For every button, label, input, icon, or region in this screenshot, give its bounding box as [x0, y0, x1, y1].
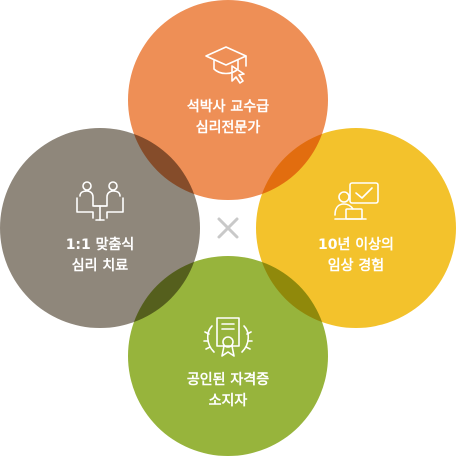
label-certified: 공인된 자격증 소지자 — [148, 370, 308, 412]
circle-certified — [128, 256, 328, 456]
label-line: 소지자 — [208, 393, 248, 409]
consultant-checkmark-icon — [334, 182, 379, 220]
multiply-icon — [217, 217, 239, 239]
label-line: 임상 경험 — [327, 258, 385, 274]
label-line: 10년 이상의 — [318, 237, 394, 253]
label-line: 공인된 자격증 — [186, 372, 270, 388]
label-line: 1:1 맞춤식 — [65, 237, 135, 253]
label-line: 석박사 교수급 — [186, 99, 270, 115]
label-custom-therapy: 1:1 맞춤식 심리 치료 — [20, 235, 180, 277]
certificate-laurel-icon — [203, 317, 253, 357]
label-clinical-experience: 10년 이상의 임상 경험 — [276, 235, 436, 277]
counseling-chairs-icon — [76, 181, 124, 221]
label-line: 심리 치료 — [71, 258, 129, 274]
label-professional-expert: 석박사 교수급 심리전문가 — [148, 97, 308, 139]
graduation-cap-cursor-icon — [205, 46, 247, 84]
label-line: 심리전문가 — [195, 120, 261, 136]
